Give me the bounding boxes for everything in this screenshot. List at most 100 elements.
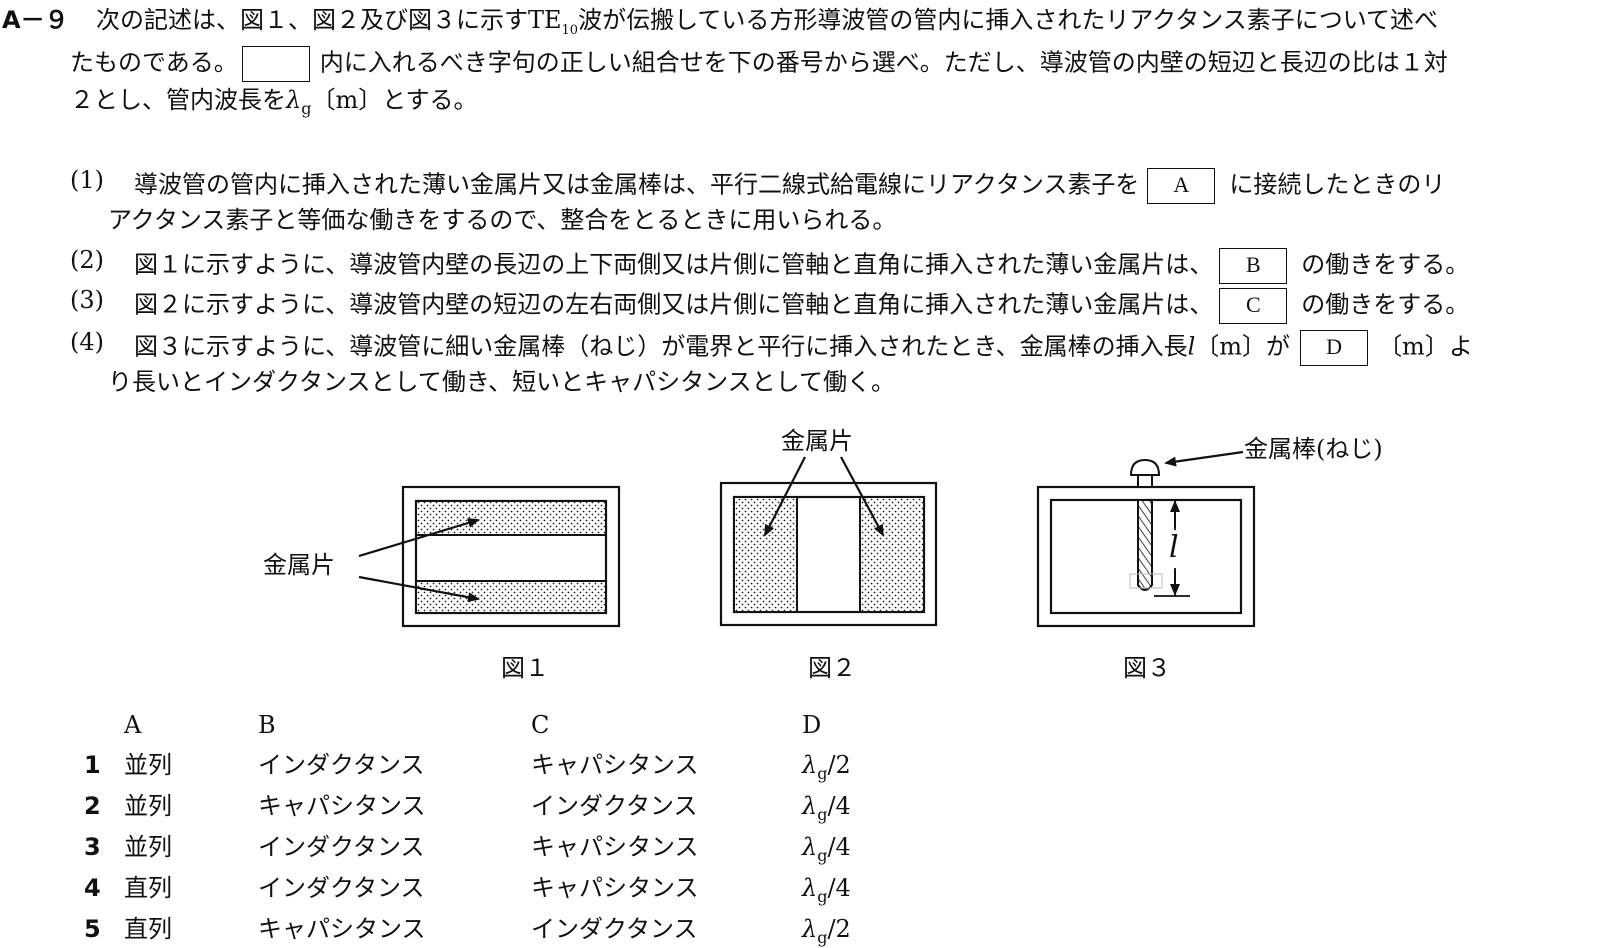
choices-header-d: D xyxy=(802,711,822,739)
fig3-caption: 図３ xyxy=(1123,654,1171,682)
figure-2 xyxy=(719,456,938,627)
choices-header-b: B xyxy=(258,711,276,739)
statement-1-text-c: アクタンス素子と等価な働きをするので、整合をとるときに用いられる。 xyxy=(108,206,897,234)
intro-line-2: たものである。 内に入れるべき字句の正しい組合せを下の番号から選べ。ただし、導波管… xyxy=(70,46,1448,82)
intro-text-3b: 〔m〕とする。 xyxy=(311,86,478,114)
fig2-caption: 図２ xyxy=(808,654,856,682)
statement-3-text-a: 図２に示すように、導波管内壁の短辺の左右両側又は片側に管軸と直角に挿入された薄い… xyxy=(134,290,1214,319)
fig3-label-arrow xyxy=(1164,450,1244,467)
choices-header-a: A xyxy=(124,711,142,739)
fig2-right-metal-strip xyxy=(859,496,925,613)
fig3-screw-head xyxy=(1129,458,1161,476)
fig1-arrow-upper xyxy=(358,518,480,558)
blank-a-label: A xyxy=(1173,172,1190,197)
blank-d-label: D xyxy=(1326,334,1342,359)
statement-3-number: (3) xyxy=(70,288,104,312)
statement-4-line-2: り長いとインダクタンスとして働き、短いとキャパシタンスとして働く。 xyxy=(108,370,895,394)
choices-header-c: C xyxy=(531,711,550,739)
choice-2-c: インダクタンス xyxy=(531,792,698,820)
fig3-screw-rod xyxy=(1137,499,1153,591)
choice-1-b: インダクタンス xyxy=(258,751,425,779)
fig1-label: 金属片 xyxy=(263,551,335,579)
fig1-caption: 図１ xyxy=(501,654,549,682)
blank-c-label: C xyxy=(1245,292,1261,317)
choice-5-c: インダクタンス xyxy=(531,915,698,943)
choice-3-d: λg/4 xyxy=(802,835,851,864)
blank-b-box: B xyxy=(1219,248,1288,284)
statement-3-num-text: (3) xyxy=(70,286,104,314)
intro-blank-box xyxy=(241,46,310,82)
question-number-text: A－９ xyxy=(2,6,69,34)
choice-1-d-rest: /2 xyxy=(827,751,851,779)
choice-3-d-lambda: λ xyxy=(802,833,818,861)
statement-4-number: (4) xyxy=(70,330,104,354)
choice-5-b: キャパシタンス xyxy=(258,915,426,943)
fig1-bottom-metal-strip xyxy=(415,580,607,614)
blank-b-label: B xyxy=(1245,252,1261,277)
choice-4-number: 4 xyxy=(84,874,101,902)
choice-1-number: 1 xyxy=(84,751,101,779)
fig3-faint-marker xyxy=(1129,573,1163,589)
lambda-symbol: λ xyxy=(286,86,302,114)
fig3-length-symbol: l xyxy=(1169,530,1179,565)
choice-3-d-sub: g xyxy=(817,846,828,865)
fig3-dimension-gap xyxy=(1165,530,1185,568)
choice-4-c: キャパシタンス xyxy=(531,874,699,902)
intro-line-1: 次の記述は、図１、図２及び図３に示すTE10波が伝搬している方形導波管の管内に挿… xyxy=(96,8,1438,37)
choice-2-d-lambda: λ xyxy=(802,792,818,820)
choice-5-d: λg/2 xyxy=(802,917,851,946)
fig2-arrow-left xyxy=(764,456,806,537)
choice-5-d-lambda: λ xyxy=(802,915,818,943)
statement-3-line: 図２に示すように、導波管内壁の短辺の左右両側又は片側に管軸と直角に挿入された薄い… xyxy=(134,288,1469,324)
statement-4-text-c: 〔m〕よ xyxy=(1378,332,1473,361)
choice-5-a: 直列 xyxy=(124,915,172,943)
figure-1 xyxy=(358,485,621,628)
blank-d-box: D xyxy=(1300,330,1369,366)
blank-c-box: C xyxy=(1219,288,1288,324)
statement-1-num-text: (1) xyxy=(70,166,104,194)
choice-4-d-lambda: λ xyxy=(802,874,818,902)
fig3-label: 金属棒(ねじ) xyxy=(1244,435,1383,463)
statement-2-number: (2) xyxy=(70,248,104,272)
te-mode: TE10 xyxy=(528,6,578,37)
statement-1-number: (1) xyxy=(70,168,104,192)
choice-1-d: λg/2 xyxy=(802,753,851,782)
statement-2-text-b: の働きをする。 xyxy=(1301,250,1470,279)
fig1-arrow-lower xyxy=(358,575,480,603)
statement-2-line: 図１に示すように、導波管内壁の長辺の上下両側又は片側に管軸と直角に挿入された薄い… xyxy=(134,248,1469,284)
choice-4-d-sub: g xyxy=(817,887,828,906)
choice-5-d-sub: g xyxy=(817,928,828,947)
fig2-left-metal-strip xyxy=(733,496,798,613)
statement-2-num-text: (2) xyxy=(70,246,104,274)
choice-2-d-sub: g xyxy=(817,805,828,824)
choice-2-d: λg/4 xyxy=(802,794,851,823)
intro-text-1a: 次の記述は、図１、図２及び図３に示す xyxy=(96,6,528,34)
intro-text-2a: たものである。 xyxy=(70,48,238,77)
choice-4-d: λg/4 xyxy=(802,876,851,905)
choice-3-b: インダクタンス xyxy=(258,833,425,861)
statement-1-text-a: 導波管の管内に挿入された薄い金属片又は金属棒は、平行二線式給電線にリアクタンス素… xyxy=(134,170,1140,199)
intro-text-1b: 波が伝搬している方形導波管の管内に挿入されたリアクタンス素子について述べ xyxy=(578,6,1438,34)
statement-1-text-b: に接続したときのリ xyxy=(1229,170,1446,199)
te-label: TE xyxy=(528,6,562,34)
question-number: A－９ xyxy=(2,8,69,32)
choice-1-d-lambda: λ xyxy=(802,751,818,779)
choice-4-a: 直列 xyxy=(124,874,172,902)
intro-text-2b: 内に入れるべき字句の正しい組合せを下の番号から選べ。ただし、導波管の内壁の短辺と… xyxy=(319,48,1448,77)
fig3-screw-neck xyxy=(1137,474,1153,488)
statement-4-text-d: り長いとインダクタンスとして働き、短いとキャパシタンスとして働く。 xyxy=(108,368,895,396)
statement-4-num-text: (4) xyxy=(70,328,104,356)
choice-2-d-rest: /4 xyxy=(827,792,851,820)
choice-2-number: 2 xyxy=(84,792,101,820)
fig2-label: 金属片 xyxy=(781,427,853,455)
intro-text-3a: ２とし、管内波長を xyxy=(70,86,286,114)
statement-4-text-b: 〔m〕が xyxy=(1195,332,1291,361)
insertion-length-symbol: l xyxy=(1187,332,1196,361)
choice-1-a: 並列 xyxy=(124,751,172,779)
te-subscript: 10 xyxy=(561,23,579,38)
fig2-arrow-right xyxy=(840,456,884,537)
choice-1-c: キャパシタンス xyxy=(531,751,699,779)
choice-3-number: 3 xyxy=(84,833,101,861)
figure-3 xyxy=(1036,450,1256,628)
statement-3-text-b: の働きをする。 xyxy=(1301,290,1470,319)
